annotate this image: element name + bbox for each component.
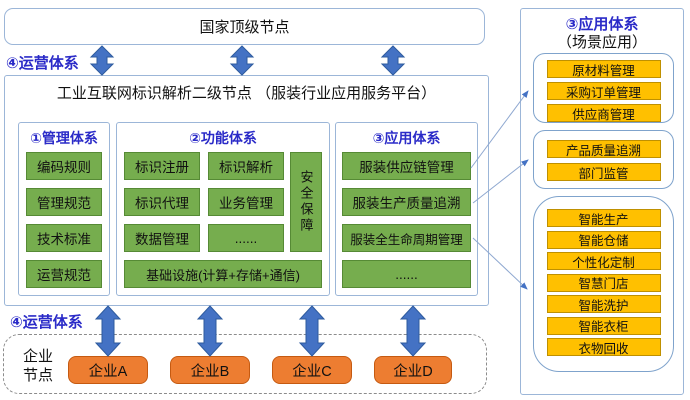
scenario-item: 个性化定制 bbox=[546, 252, 661, 270]
application-column-title: ③应用体系 bbox=[372, 130, 441, 146]
management-item: 编码规则 bbox=[26, 152, 102, 180]
function-item: 数据管理 bbox=[124, 224, 200, 252]
scenario-item: 供应商管理 bbox=[546, 104, 661, 122]
scenario-group-quality: 产品质量追溯 部门监管 bbox=[533, 130, 674, 189]
operation-system-label-bottom: ④运营体系 bbox=[10, 314, 83, 331]
scenario-item: 智能生产 bbox=[546, 209, 661, 227]
scenario-panel-subtitle: （场景应用） bbox=[556, 34, 647, 51]
enterprise-node-a: 企业A bbox=[68, 356, 148, 384]
security-guarantee-box: 安全保障 bbox=[290, 152, 322, 252]
scenario-group-supply: 原材料管理 采购订单管理 供应商管理 bbox=[533, 53, 674, 123]
management-item: 运营规范 bbox=[26, 260, 102, 288]
management-item: 管理规范 bbox=[26, 188, 102, 216]
function-item: ...... bbox=[208, 224, 284, 252]
function-item: 业务管理 bbox=[208, 188, 284, 216]
scenario-item: 衣物回收 bbox=[546, 338, 661, 356]
enterprise-node-c: 企业C bbox=[272, 356, 352, 384]
infrastructure-box: 基础设施(计算+存储+通信) bbox=[124, 260, 322, 288]
scenario-item: 智能仓储 bbox=[546, 230, 661, 249]
scenario-item: 部门监管 bbox=[546, 163, 661, 181]
scenario-item: 采购订单管理 bbox=[546, 82, 661, 100]
function-item: 标识注册 bbox=[124, 152, 200, 180]
application-item: ...... bbox=[342, 260, 471, 288]
scenario-group-smart: 智能生产 智能仓储 个性化定制 智慧门店 智能洗护 智能衣柜 衣物回收 bbox=[533, 196, 674, 372]
national-top-node-label: 国家顶级节点 bbox=[199, 19, 290, 36]
application-item: 服装全生命周期管理 bbox=[342, 224, 471, 252]
enterprise-label-line2: 节点 bbox=[22, 367, 53, 384]
enterprise-node-d: 企业D bbox=[374, 356, 452, 384]
double-arrow-icon bbox=[89, 45, 115, 76]
double-arrow-icon bbox=[380, 45, 406, 76]
function-column-title: ②功能体系 bbox=[189, 130, 257, 146]
application-item: 服装生产质量追溯 bbox=[342, 188, 471, 216]
enterprise-section-box bbox=[3, 334, 487, 394]
scenario-item: 智慧门店 bbox=[546, 273, 661, 292]
function-item: 标识解析 bbox=[208, 152, 284, 180]
management-item: 技术标准 bbox=[26, 224, 102, 252]
scenario-item: 智能洗护 bbox=[546, 295, 661, 313]
double-arrow-icon bbox=[229, 45, 255, 76]
scenario-item: 原材料管理 bbox=[546, 60, 661, 78]
application-item: 服装供应链管理 bbox=[342, 152, 471, 180]
national-top-node-box: 国家顶级节点 bbox=[4, 8, 485, 45]
enterprise-node-b: 企业B bbox=[170, 356, 250, 384]
function-item: 标识代理 bbox=[124, 188, 200, 216]
enterprise-section-label: 企业 节点 bbox=[16, 347, 60, 385]
operation-system-label-top: ④运营体系 bbox=[6, 55, 79, 72]
scenario-item: 产品质量追溯 bbox=[546, 140, 661, 158]
enterprise-label-line1: 企业 bbox=[22, 348, 53, 365]
scenario-item: 智能衣柜 bbox=[546, 316, 661, 335]
scenario-panel-title: ③应用体系 bbox=[565, 16, 639, 33]
platform-title: 工业互联网标识解析二级节点 （服装行业应用服务平台） bbox=[56, 85, 437, 102]
management-column-title: ①管理体系 bbox=[30, 130, 98, 146]
